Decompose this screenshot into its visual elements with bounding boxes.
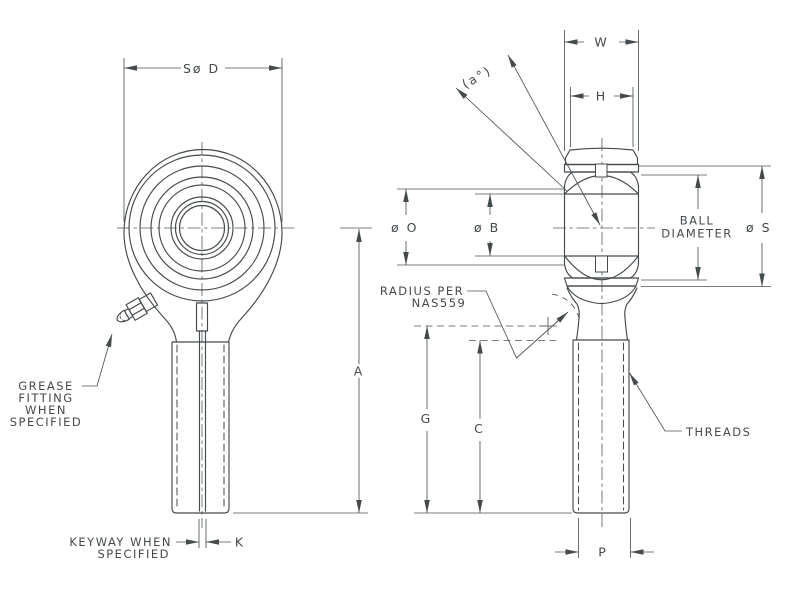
- dim-grip-length-label: G: [421, 411, 433, 426]
- neck-right: [624, 287, 638, 341]
- dim-thread-length-label: C: [474, 421, 485, 436]
- dim-head-diameter: Sø D: [123, 58, 283, 222]
- keyway-note-line2: SPECIFIED: [97, 547, 170, 561]
- ball-diameter-label-line1: BALL: [680, 214, 715, 228]
- dim-shank-diameter-label: P: [598, 545, 608, 560]
- head-outline: [123, 148, 283, 343]
- radius-note-line1: RADIUS PER: [380, 284, 464, 298]
- threads-label: THREADS: [685, 425, 751, 439]
- front-view: Sø D A K KEYWAY WHEN SPECIFIED GREASE FI…: [10, 58, 372, 561]
- keyway-note: KEYWAY WHEN SPECIFIED: [69, 535, 172, 561]
- grease-note-line2: FITTING: [18, 391, 73, 405]
- grease-note: GREASE FITTING WHEN SPECIFIED: [10, 333, 113, 429]
- threads-note: THREADS: [629, 372, 751, 439]
- bore-edges: [563, 193, 640, 257]
- dim-misalignment-angle: (a°): [455, 54, 601, 226]
- dim-keyway-width-label: K: [235, 535, 245, 550]
- keyway-slot: [195, 302, 209, 512]
- dim-sphere-diameter: ø S: [639, 165, 772, 287]
- radius-center-mark: [539, 317, 557, 335]
- grease-passage: [595, 163, 608, 178]
- dim-misalignment-angle-label: (a°): [459, 63, 494, 92]
- dim-race-bore: ø O: [391, 188, 564, 266]
- keyway-notch: [595, 255, 608, 273]
- neck-left: [566, 287, 580, 341]
- grease-note-line1: GREASE: [18, 379, 74, 393]
- dim-head-diameter-label: Sø D: [183, 61, 220, 76]
- threads-leader: [629, 372, 682, 432]
- ball-sphere-top-arc: [564, 174, 639, 195]
- radius-note-leader: [467, 290, 569, 359]
- grease-note-leader: [82, 333, 113, 387]
- dim-ball-bore-label: ø B: [474, 220, 500, 235]
- grease-fitting: [116, 292, 159, 323]
- grease-note-line3: WHEN: [25, 403, 67, 417]
- dim-ball-bore: ø B: [474, 193, 564, 257]
- dim-grip-length: G: [414, 317, 557, 513]
- radius-note-line2: NAS559: [412, 296, 467, 310]
- dim-ball-diameter: BALL DIAMETER: [641, 174, 733, 281]
- bearing-rings: [128, 154, 276, 302]
- keyway-note-line1: KEYWAY WHEN: [69, 535, 172, 549]
- section-cut: [563, 147, 640, 305]
- radius-note: RADIUS PER NAS559: [380, 284, 581, 359]
- side-view: W H (a°) ø O ø B: [380, 30, 772, 560]
- ball-sphere-bottom-arc: [564, 255, 639, 281]
- ball-diameter-label-line2: DIAMETER: [661, 227, 733, 241]
- dim-thread-length: C: [414, 340, 572, 514]
- dim-race-bore-label: ø O: [391, 220, 418, 235]
- dim-sphere-diameter-label: ø S: [746, 220, 772, 235]
- dim-overall-length-label: A: [354, 364, 365, 379]
- dim-keyway-width: K: [176, 519, 245, 550]
- housing-crown-bottom: [566, 285, 637, 305]
- dim-shank-diameter: P: [555, 518, 654, 560]
- side-shank: [566, 287, 638, 514]
- front-shank: [171, 341, 230, 514]
- housing-crown-top: [564, 147, 639, 166]
- dim-ball-width-label: H: [596, 89, 607, 104]
- dim-overall-length: A: [233, 227, 372, 514]
- dim-head-width-label: W: [594, 35, 608, 50]
- radius-indicator-arc: [551, 293, 581, 322]
- grease-note-line4: SPECIFIED: [10, 415, 83, 429]
